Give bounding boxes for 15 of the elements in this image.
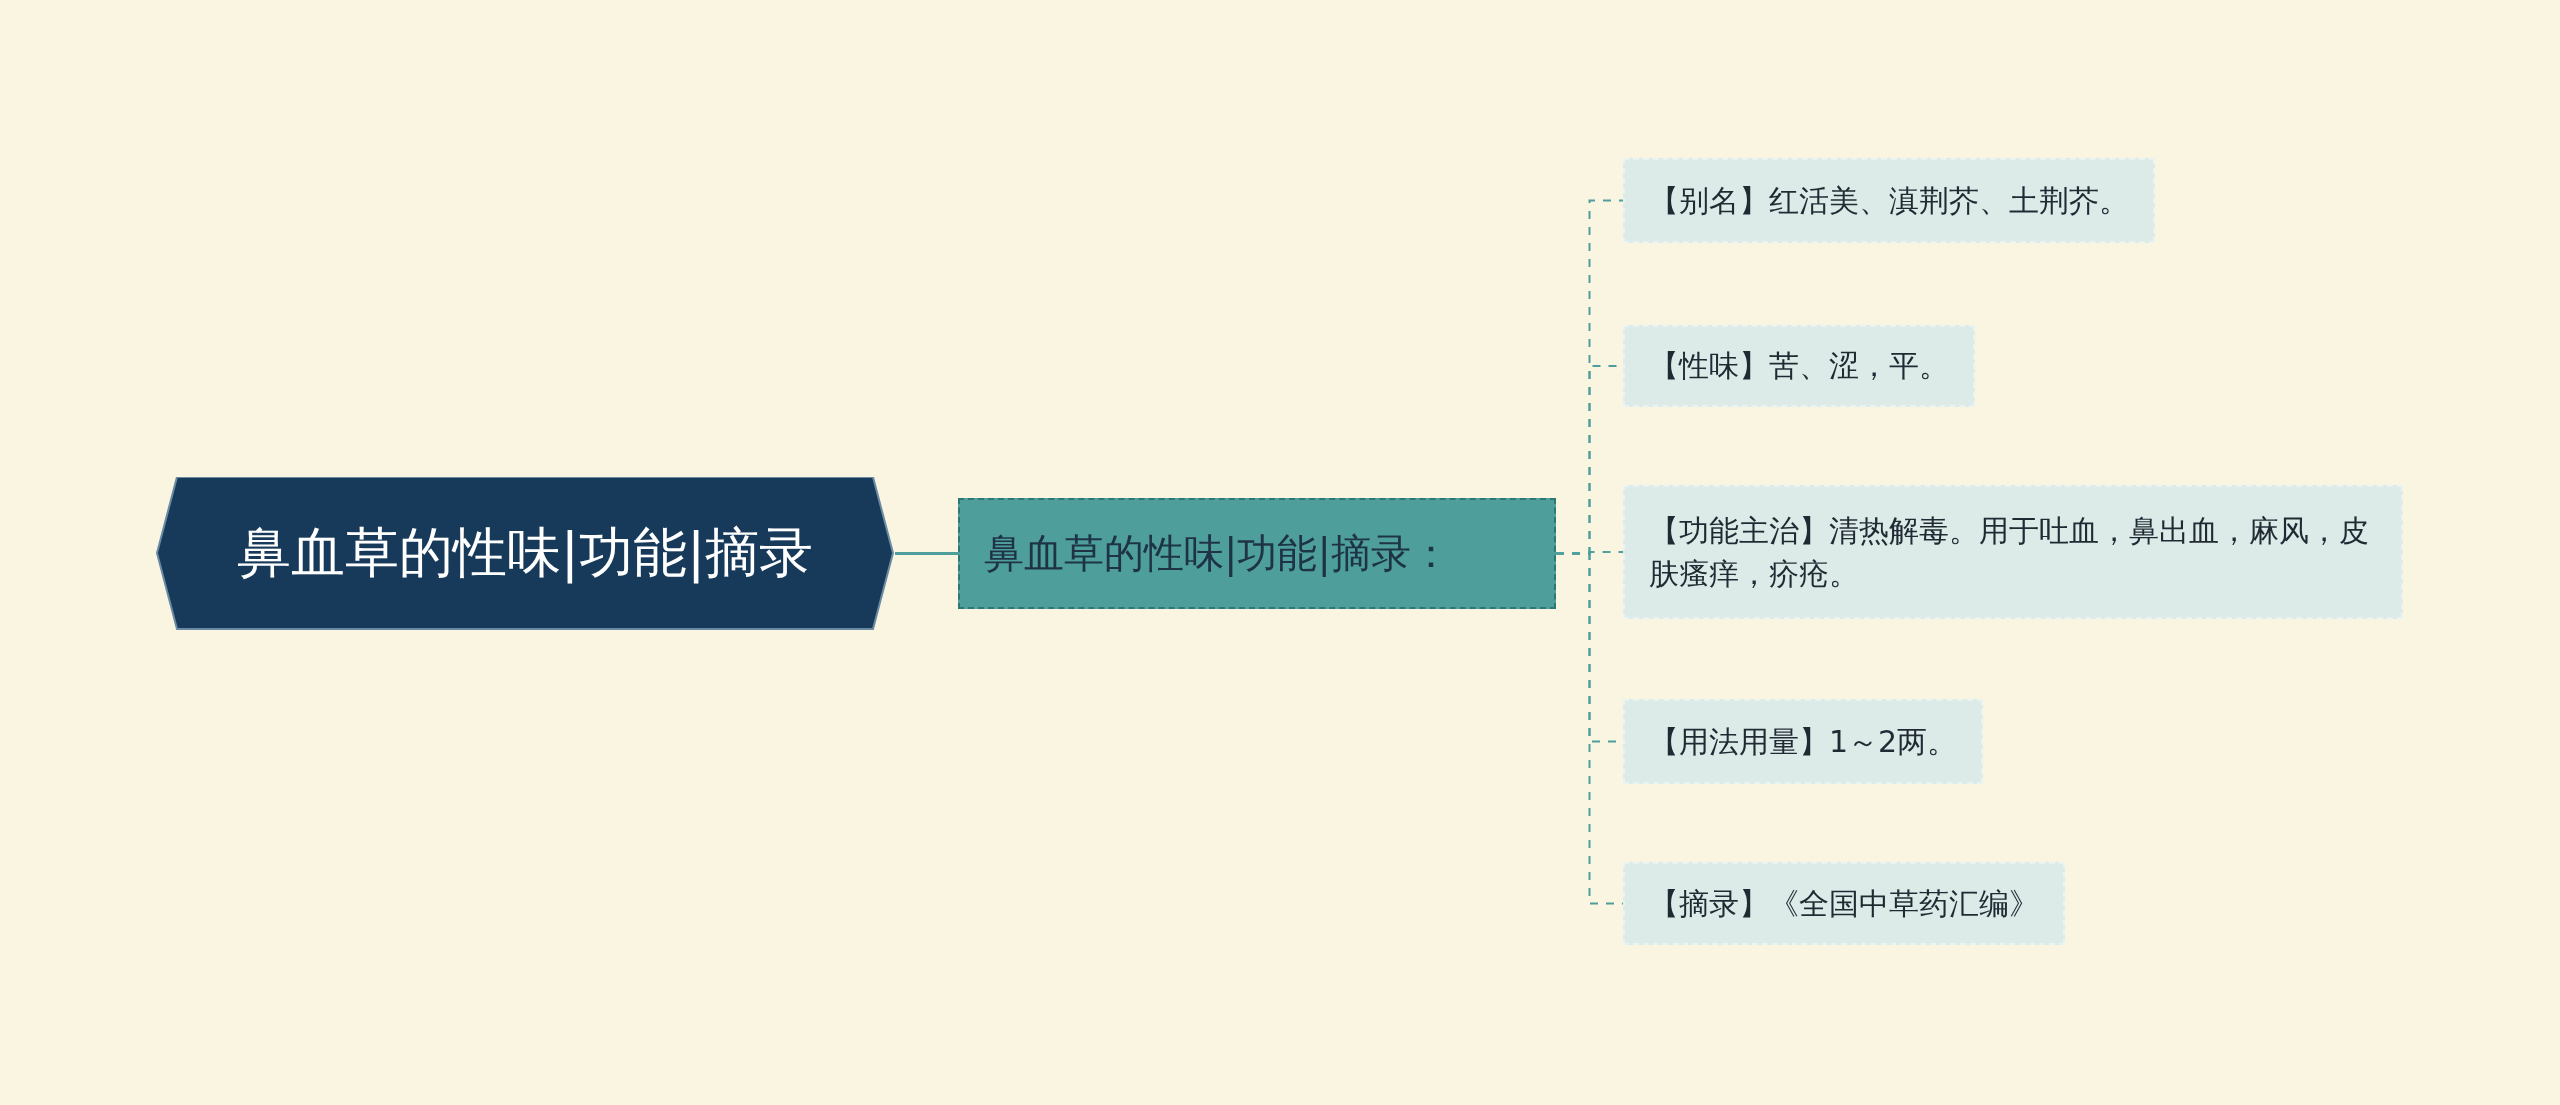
topic-text: 【摘录】《全国中草药汇编》	[1649, 884, 2039, 923]
leaf-topic-box	[1623, 325, 1975, 407]
connector-line	[895, 552, 958, 555]
topic-text: 【别名】红活美、滇荆芥、土荆芥。	[1649, 181, 2129, 220]
topic-text: 【性味】苦、涩，平。	[1649, 347, 1949, 386]
leaf-topic-box	[1623, 699, 1984, 784]
leaf-topic-box	[1623, 862, 2065, 945]
leaf-topic-box	[1623, 158, 2155, 243]
topic-text: 鼻血草的性味|功能|摘录	[236, 520, 814, 586]
topic-text: 【用法用量】1～2两。	[1649, 722, 1958, 761]
root-topic	[155, 477, 895, 630]
leaf-topic-box	[1623, 485, 2403, 619]
topic-text: 【功能主治】清热解毒。用于吐血，鼻出血，麻风，皮肤瘙痒，疥疮。	[1649, 511, 2370, 593]
subtopic-box	[958, 498, 1556, 609]
topic-text: 鼻血草的性味|功能|摘录：	[984, 529, 1451, 579]
